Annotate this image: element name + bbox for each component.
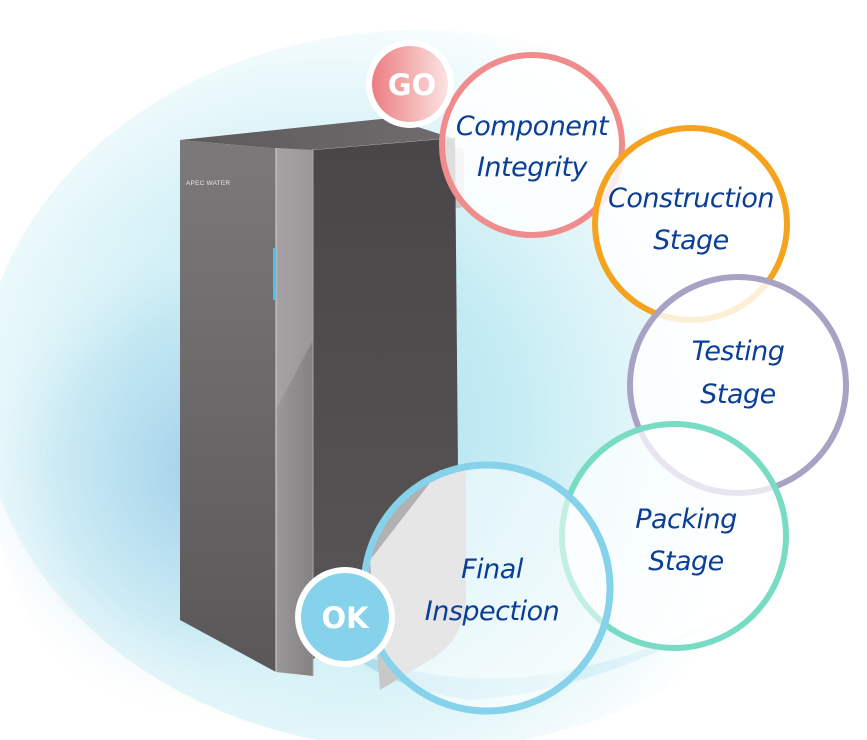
cabinet-top — [180, 118, 452, 150]
ok-badge-label: OK — [321, 601, 370, 635]
stage-final-inspection: Final Inspection — [360, 461, 614, 715]
brand-label: APEC WATER — [186, 180, 230, 187]
stage-label-line-2: Inspection — [425, 596, 559, 627]
stage-label-line-2: Integrity — [477, 152, 589, 183]
cabinet-side-panel — [313, 138, 458, 660]
go-badge: GO — [366, 40, 454, 128]
stage-construction: Construction Stage — [592, 125, 790, 323]
stage-ring — [439, 52, 625, 238]
stage-ring — [360, 461, 614, 715]
stage-label-line-1: Testing — [692, 336, 785, 367]
cabinet-front-panel — [180, 140, 276, 672]
status-indicator-light — [273, 248, 276, 300]
stage-label-line-1: Packing — [635, 504, 737, 535]
ok-badge: OK — [295, 567, 395, 667]
stage-label-line-1: Construction — [608, 183, 774, 214]
stage-label-line-2: Stage — [700, 379, 776, 410]
stage-label-line-1: Final — [461, 554, 524, 585]
stage-packing: Packing Stage — [559, 421, 789, 651]
stage-circles: Component Integrity Construction Stage T… — [360, 52, 849, 715]
stage-label-line-2: Stage — [648, 546, 724, 577]
stage-component-integrity: Component Integrity — [439, 52, 625, 238]
cabinet-reflection — [276, 148, 313, 410]
stage-label-line-1: Component — [456, 111, 610, 142]
ok-badge-fill — [301, 573, 389, 661]
go-badge-label: GO — [388, 68, 436, 102]
stage-label-line-2: Stage — [653, 225, 729, 256]
go-badge-fill — [372, 46, 448, 122]
